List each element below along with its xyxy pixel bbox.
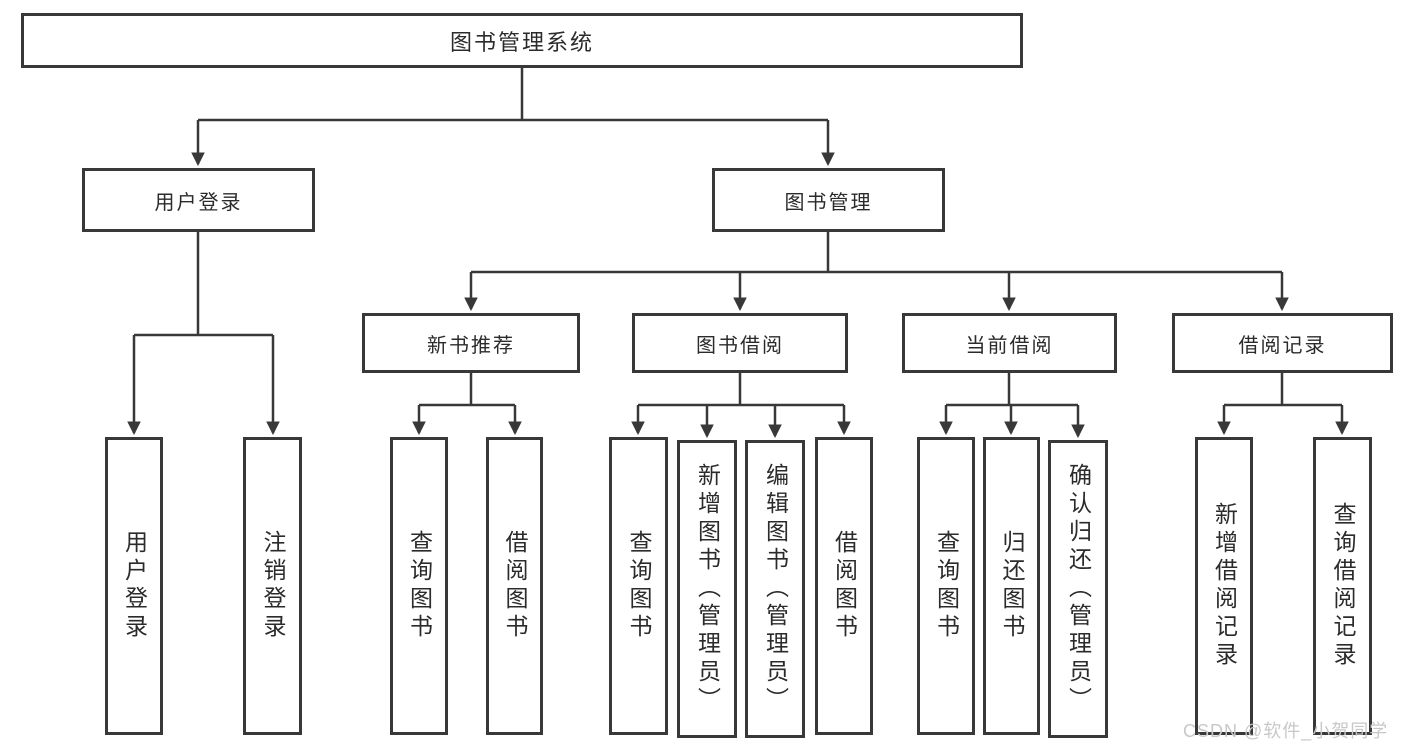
node-book-management: 图书管理 bbox=[712, 168, 945, 232]
node-user-login: 用户登录 bbox=[82, 168, 315, 232]
leaf-recommend-borrow-books: 借阅图书 bbox=[486, 437, 543, 735]
leaf-user-login: 用户登录 bbox=[105, 437, 163, 735]
leaf-current-return-books: 归还图书 bbox=[983, 437, 1040, 735]
leaf-borrow-edit-books-admin: 编辑图书（管理员） bbox=[745, 440, 805, 738]
node-root: 图书管理系统 bbox=[21, 13, 1023, 68]
node-new-book-recommend: 新书推荐 bbox=[362, 313, 580, 373]
leaf-borrow-query-books: 查询图书 bbox=[609, 437, 668, 735]
leaf-borrow-add-books-admin: 新增图书（管理员） bbox=[677, 440, 737, 738]
node-current-borrow: 当前借阅 bbox=[902, 313, 1117, 373]
leaf-logout: 注销登录 bbox=[243, 437, 302, 735]
node-book-borrow: 图书借阅 bbox=[632, 313, 848, 373]
leaf-records-query-borrow-record: 查询借阅记录 bbox=[1313, 437, 1372, 735]
leaf-borrow-borrow-books: 借阅图书 bbox=[815, 437, 873, 735]
watermark: CSDN @软件_小贺同学 bbox=[1183, 721, 1389, 741]
leaf-current-confirm-return-admin: 确认归还（管理员） bbox=[1048, 440, 1108, 738]
leaf-current-query-books: 查询图书 bbox=[917, 437, 975, 735]
leaf-recommend-query-books: 查询图书 bbox=[390, 437, 448, 735]
node-borrow-records: 借阅记录 bbox=[1172, 313, 1393, 373]
leaf-records-add-borrow-record: 新增借阅记录 bbox=[1195, 437, 1253, 735]
